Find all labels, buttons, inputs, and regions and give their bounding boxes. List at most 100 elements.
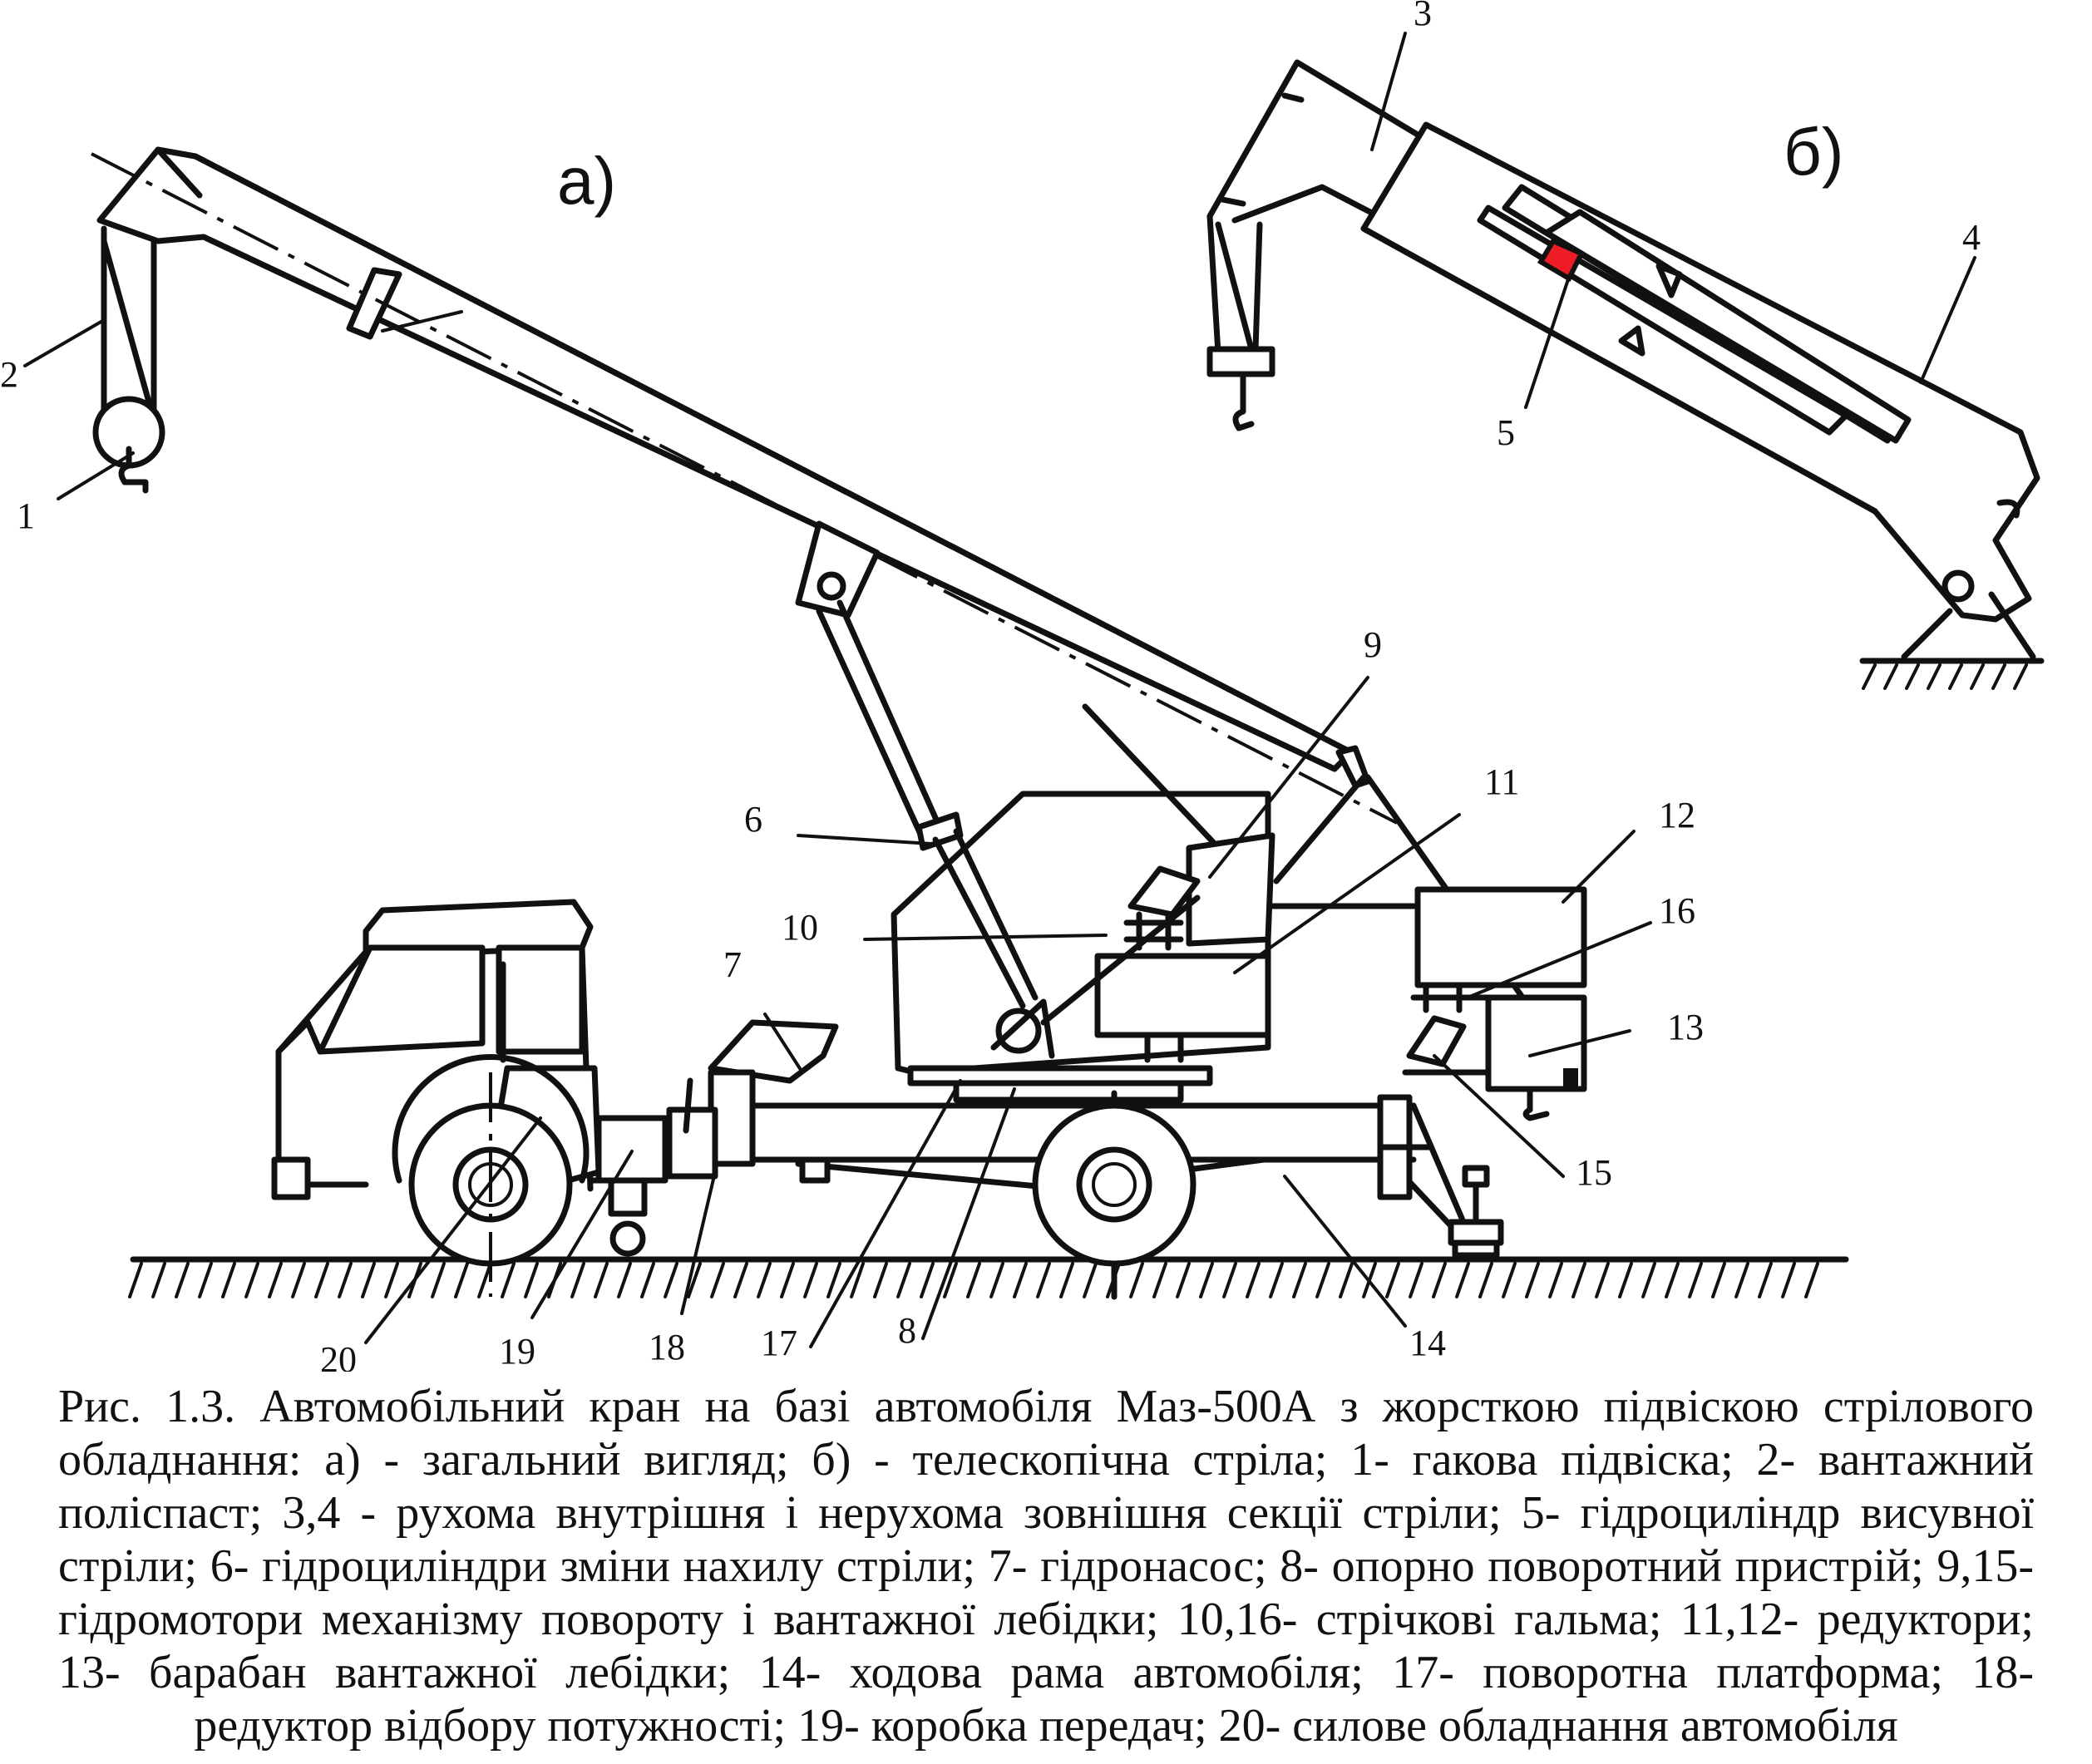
ground-hatch-line <box>1711 1262 1726 1298</box>
ground-hatch-line <box>314 1262 329 1298</box>
rear-wheel <box>1032 1102 1196 1267</box>
ground-hatch-line <box>943 1262 958 1298</box>
ground-hatch-line <box>1595 1262 1610 1298</box>
ground-hatch-line <box>1665 1262 1680 1298</box>
ground-hatch-line <box>128 1262 143 1298</box>
ground-hatch-line <box>1734 1262 1749 1298</box>
callout-16: 16 <box>1659 890 1695 931</box>
callout-1: 1 <box>17 495 35 536</box>
ground-hatch-line <box>1905 663 1920 690</box>
main-boom <box>91 146 1398 860</box>
ground-hatch-line <box>291 1262 306 1298</box>
ground-hatch-line <box>221 1262 236 1298</box>
ground-hatch-line <box>826 1262 841 1298</box>
callout-20: 20 <box>320 1339 357 1372</box>
ground-hatch-line <box>1688 1262 1703 1298</box>
leader-lines <box>23 32 1976 1348</box>
ground-hatch-line <box>1292 1262 1307 1298</box>
ground-hatch-line <box>1385 1262 1400 1298</box>
callout-10: 10 <box>782 907 818 948</box>
ground-hatch-line <box>1409 1262 1423 1298</box>
ground-hatch-line <box>2013 663 2028 690</box>
truck-cab <box>271 899 669 1257</box>
telescopic-boom <box>1206 59 2045 664</box>
ground-hatch-line <box>454 1262 469 1298</box>
ground-hatch-line <box>1269 1262 1284 1298</box>
ground-hatch-line <box>198 1262 213 1298</box>
ground-hatch-line <box>1432 1262 1447 1298</box>
ground-hatch-line <box>1013 1262 1028 1298</box>
ground-hatch-line <box>733 1262 748 1298</box>
ground-b <box>1862 663 2028 690</box>
ground-hatch-line <box>1758 1262 1773 1298</box>
ground-hatch-line <box>1129 1262 1144 1298</box>
ground-hatch-line <box>1948 663 1963 690</box>
ground-hatch-line <box>477 1262 492 1298</box>
ground-hatch-line <box>1246 1262 1261 1298</box>
figure-caption: Рис. 1.3. Автомобільний кран на базі авт… <box>58 1381 2034 1752</box>
ground-hatch-line <box>1862 663 1877 690</box>
ground-hatch-line <box>431 1262 446 1298</box>
ground-hatch-line <box>1083 1262 1098 1298</box>
ground-hatch-line <box>268 1262 283 1298</box>
ground-hatch-line <box>175 1262 190 1298</box>
ground-hatch-line <box>1548 1262 1563 1298</box>
callout-18: 18 <box>649 1327 685 1367</box>
callout-12: 12 <box>1659 795 1695 835</box>
ground-hatch-line <box>570 1262 585 1298</box>
callout-4: 4 <box>1962 217 1981 258</box>
ground-hatch-line <box>989 1262 1004 1298</box>
callout-14: 14 <box>1409 1323 1446 1363</box>
ground-hatch-line <box>780 1262 795 1298</box>
callout-13: 13 <box>1667 1007 1704 1047</box>
ground-hatch-line <box>1618 1262 1633 1298</box>
ground-hatch-line <box>1059 1262 1074 1298</box>
luffing-cylinder <box>795 520 1039 1009</box>
callout-6: 6 <box>744 799 762 840</box>
callout-11: 11 <box>1484 761 1519 802</box>
callout-7: 7 <box>723 944 742 985</box>
ground-hatch-line <box>1315 1262 1330 1298</box>
panel-label-a: а) <box>557 144 616 218</box>
ground-hatch-line <box>151 1262 166 1298</box>
ground-hatch-line <box>1478 1262 1493 1298</box>
ground-hatch-line <box>1571 1262 1586 1298</box>
ground-hatch-line <box>1455 1262 1470 1298</box>
callout-2: 2 <box>0 354 18 395</box>
ground-hatch-line <box>361 1262 376 1298</box>
ground-hatch-line <box>524 1262 539 1298</box>
callout-3: 3 <box>1414 0 1432 33</box>
ground-hatch-line <box>594 1262 609 1298</box>
ground-hatch-line <box>1641 1262 1656 1298</box>
panel-label-b: б) <box>1784 115 1843 189</box>
ground-hatch-line <box>850 1262 865 1298</box>
ground-hatch-line <box>873 1262 888 1298</box>
ground-hatch-line <box>617 1262 632 1298</box>
ground-hatch-line <box>1991 663 2006 690</box>
ground-hatch-line <box>664 1262 678 1298</box>
ground-hatch-line <box>1199 1262 1214 1298</box>
ground-hatch-line <box>1927 663 1942 690</box>
ground-hatch-line <box>1525 1262 1540 1298</box>
ground-hatch-line <box>338 1262 353 1298</box>
ground-hatch-line <box>1781 1262 1796 1298</box>
ground-hatch-line <box>896 1262 911 1298</box>
rear-winch-group <box>1402 886 1587 1121</box>
ground-hatch-line <box>244 1262 259 1298</box>
ground-hatch-line <box>1036 1262 1051 1298</box>
callout-9: 9 <box>1364 624 1382 665</box>
ground <box>128 1256 1849 1298</box>
ground-hatch-line <box>1804 1262 1819 1298</box>
ground-hatch-line <box>1970 663 1985 690</box>
callout-15: 15 <box>1576 1152 1612 1193</box>
ground-hatch-line <box>1176 1262 1191 1298</box>
ground-hatch-line <box>1502 1262 1517 1298</box>
ground-hatch-line <box>966 1262 981 1298</box>
callout-8: 8 <box>898 1310 916 1351</box>
ground-hatch-line <box>1222 1262 1237 1298</box>
ground-hatch-line <box>920 1262 935 1298</box>
ground-hatch-line <box>1883 663 1898 690</box>
pump-and-pto <box>666 1019 839 1180</box>
ground-hatch-line <box>710 1262 725 1298</box>
ground-hatch-line <box>640 1262 655 1298</box>
